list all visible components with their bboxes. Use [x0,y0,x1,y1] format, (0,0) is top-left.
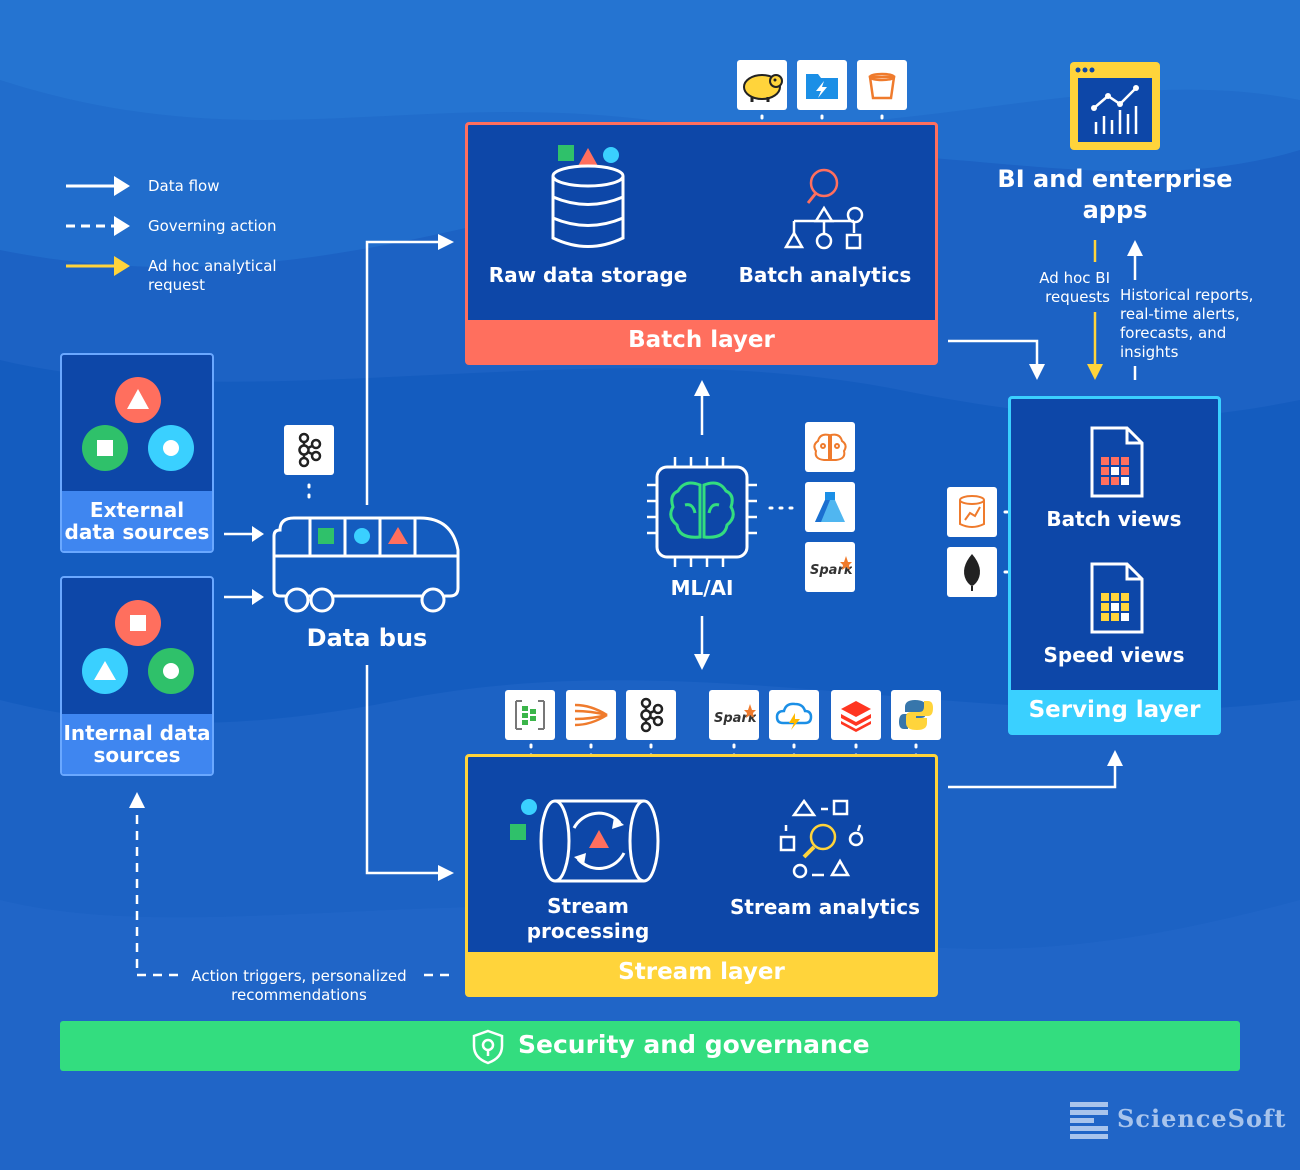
internal-sources-box: Internal data sources [60,576,214,776]
azure-data-lake-icon [797,60,847,110]
database-chart-icon [947,487,997,537]
bi-apps-title: BI and enterprise apps [997,165,1233,224]
spark-icon: Spark [805,542,855,592]
sciencesoft-logo-icon [1070,1102,1108,1139]
stream-processing-icon [510,799,660,883]
dashboard-icon [1070,62,1160,150]
serving-layer-title: Serving layer [1011,690,1218,732]
ml-ai-label: ML/AI [670,576,734,600]
serving-layer-box: Batch views Speed views Serving layer [1008,396,1221,735]
brain-model-icon [805,422,855,472]
stream-analytics-icon [779,798,864,879]
raw-storage-label: Raw data storage [488,263,688,287]
action-triggers-label: Action triggers, personalized recommenda… [191,967,407,1004]
hadoop-icon [737,60,787,110]
batch-layer-title: Batch layer [468,320,935,362]
external-sources-label: External data sources [62,491,212,551]
stream-processing-label: Stream processing [526,894,650,943]
batch-analytics-icon [783,168,864,250]
security-governance-bar: Security and governance [60,1021,1240,1071]
triangle-icon [115,377,161,423]
azure-event-hubs-icon [505,690,555,740]
brand-name: ScienceSoft [1117,1104,1287,1133]
legend-governing-action: Governing action [148,217,277,235]
historical-reports-label: Historical reports, real-time alerts, fo… [1120,286,1254,361]
stream-layer-title: Stream layer [468,952,935,994]
database-icon [551,145,625,248]
external-sources-box: External data sources [60,353,214,553]
spark-icon: Spark [709,690,759,740]
brain-chip-icon [647,457,757,567]
mongodb-icon [947,547,997,597]
databricks-icon [831,690,881,740]
python-icon [891,690,941,740]
shield-icon [472,1029,504,1065]
legend-adhoc-request: Ad hoc analytical request [148,257,277,294]
triangle-icon [82,648,128,694]
azure-ml-icon [805,482,855,532]
square-icon [115,600,161,646]
batch-views-label: Batch views [1046,507,1182,531]
kinesis-icon [566,690,616,740]
adhoc-bi-requests-label: Ad hoc BI requests [1039,269,1110,306]
kafka-icon [284,425,334,475]
data-bus-label: Data bus [306,624,428,652]
aws-s3-icon [857,60,907,110]
square-icon [82,425,128,471]
kafka-icon [626,690,676,740]
svg-text:Spark: Spark [810,563,852,578]
internal-sources-label: Internal data sources [62,714,212,774]
svg-text:Spark: Spark [714,711,756,726]
batch-views-icon [1090,426,1144,498]
legend-data-flow: Data flow [148,177,220,195]
stream-layer-box: Stream processing Stream analytics Strea… [465,754,938,997]
speed-views-label: Speed views [1043,643,1185,667]
batch-layer-box: Raw data storage Batch analytics Batch l… [465,122,938,365]
azure-stream-analytics-icon [769,690,819,740]
stream-analytics-label: Stream analytics [730,895,920,919]
bus-icon [272,516,460,613]
circle-icon [148,648,194,694]
speed-views-icon [1090,562,1144,634]
circle-icon [148,425,194,471]
legend-arrows [66,176,130,276]
batch-analytics-label: Batch analytics [738,263,912,287]
security-label: Security and governance [518,1030,870,1059]
